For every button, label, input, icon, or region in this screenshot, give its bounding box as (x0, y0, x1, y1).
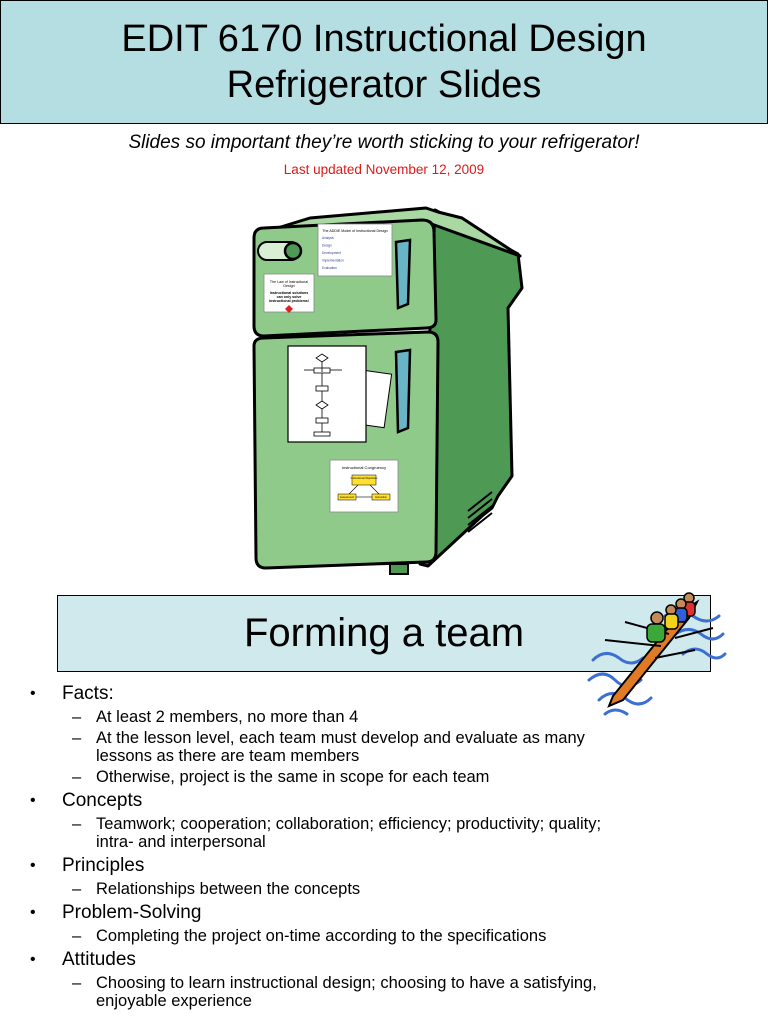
fridge-note-congruency-objectives-label: Instructional Objectives (351, 476, 379, 480)
sub-bullet-dash: – (72, 974, 82, 992)
addie-item: Analysis (322, 236, 334, 240)
slide-title-line-1: EDIT 6170 Instructional Design (121, 18, 647, 60)
refrigerator-illustration: The ADDIE Model of Instructional Design … (252, 206, 524, 575)
sub-bullet-item: –Completing the project on-time accordin… (30, 927, 730, 945)
fridge-note-addie-title: The ADDIE Model of Instructional Design (322, 229, 387, 233)
bullet-item: • Concepts (30, 789, 730, 812)
sub-bullet-text: Relationships between the concepts (96, 880, 361, 898)
fridge-note-law-line-1: The Law of Instructional (270, 280, 308, 284)
fridge-side-panel (418, 208, 524, 568)
sub-bullet-list: –Completing the project on-time accordin… (30, 927, 730, 945)
sub-bullet-dash: – (72, 729, 82, 747)
bullet-label: Principles (62, 855, 145, 876)
fridge-note-law-line-3: Instructional solutions (270, 291, 309, 295)
bullet-item: • Problem-Solving (30, 901, 730, 924)
bullet-dot: • (30, 685, 36, 702)
sub-bullet-text: Otherwise, project is the same in scope … (96, 768, 490, 786)
rower-body (646, 623, 666, 643)
sub-bullet-item: –Relationships between the concepts (30, 880, 730, 898)
addie-item: Implementation (322, 259, 344, 263)
sub-bullet-text: At least 2 members, no more than 4 (96, 708, 359, 726)
rower-body (664, 613, 679, 630)
fridge-note-law-line-2: Design (283, 284, 294, 288)
sub-bullet-dash: – (72, 880, 82, 898)
bullet-label: Attitudes (62, 949, 136, 970)
sub-bullet-item: –Otherwise, project is the same in scope… (30, 768, 730, 786)
sub-bullet-item: –Choosing to learn instructional design;… (30, 974, 730, 1010)
bullet-label: Facts: (62, 683, 114, 704)
fridge-note-law-heart (285, 305, 293, 313)
rowers-group (646, 592, 696, 643)
section-title-box: Forming a team (57, 595, 711, 672)
sub-bullet-text: enjoyable experience (96, 992, 252, 1010)
fridge-leg (389, 563, 409, 575)
rower-head (650, 611, 664, 625)
sub-bullet-list: –At least 2 members, no more than 4–At t… (30, 708, 730, 786)
sub-bullet-text: Choosing to learn instructional design; … (96, 974, 597, 992)
fridge-note-addie (317, 223, 393, 277)
bullet-dot: • (30, 904, 36, 921)
fridge-dial-knob (283, 241, 303, 261)
fridge-note-addie-items: AnalysisDesignDevelopmentImplementationE… (322, 236, 344, 270)
fridge-note-congruency-arrows (348, 484, 380, 498)
sub-bullet-dash: – (72, 815, 82, 833)
bullet-item: • Principles (30, 854, 730, 877)
sub-bullet-dash: – (72, 768, 82, 786)
sub-bullet-text: Teamwork; cooperation; collaboration; ef… (96, 815, 602, 833)
sub-bullet-text: lessons as there are team members (96, 747, 360, 765)
section-title: Forming a team (243, 611, 525, 655)
rowing-team-clipart (587, 592, 727, 716)
bullet-item: • Attitudes (30, 948, 730, 971)
fridge-upper-handle (394, 238, 412, 310)
bullet-content: •Facts:–At least 2 members, no more than… (30, 680, 730, 1013)
sub-bullet-item: –At least 2 members, no more than 4 (30, 708, 730, 726)
fridge-note-congruency (329, 459, 399, 513)
fridge-note-law-line-4: can only solve (277, 295, 302, 299)
last-updated-text: Last updated November 12, 2009 (283, 162, 485, 177)
slide-title-box: EDIT 6170 Instructional Design Refrigera… (0, 0, 768, 124)
sub-bullet-text: intra- and interpersonal (96, 833, 266, 851)
slide-subtitle: Slides so important they’re worth sticki… (128, 132, 640, 153)
addie-item: Development (322, 251, 341, 255)
fridge-lower-handle (394, 348, 412, 434)
bullet-label: Problem-Solving (62, 902, 202, 923)
sub-bullet-dash: – (72, 927, 82, 945)
sub-bullet-text: At the lesson level, each team must deve… (96, 729, 585, 747)
bullet-label: Concepts (62, 790, 143, 811)
sub-bullet-item: –Teamwork; cooperation; collaboration; e… (30, 815, 730, 851)
fridge-note-congruency-assessment-label: Assessment (340, 495, 354, 499)
sub-bullet-list: –Teamwork; cooperation; collaboration; e… (30, 815, 730, 851)
fridge-note-flowchart (287, 345, 367, 443)
fridge-side-vents (467, 491, 493, 533)
fridge-note-flowchart-lines (304, 353, 342, 437)
addie-item: Design (322, 244, 332, 248)
sub-bullet-list: –Relationships between the concepts (30, 880, 730, 898)
bullet-item: • Facts: (30, 682, 730, 705)
bullet-dot: • (30, 951, 36, 968)
slide-title-line-2: Refrigerator Slides (226, 64, 542, 106)
sub-bullet-item: –At the lesson level, each team must dev… (30, 729, 730, 765)
addie-item: Evaluation (322, 266, 337, 270)
fridge-note-congruency-title: Instructional Congruency (342, 465, 386, 470)
bullet-dot: • (30, 792, 36, 809)
fridge-top (256, 206, 522, 258)
sub-bullet-list: –Choosing to learn instructional design;… (30, 974, 730, 1010)
fridge-note-congruency-instruction-label: Instruction (375, 495, 388, 499)
sub-bullet-dash: – (72, 708, 82, 726)
sub-bullet-text: Completing the project on-time according… (96, 927, 547, 945)
fridge-note-law-line-5: instructional problems! (269, 299, 309, 303)
bullet-dot: • (30, 857, 36, 874)
fridge-note-congruency-objectives (351, 474, 377, 486)
